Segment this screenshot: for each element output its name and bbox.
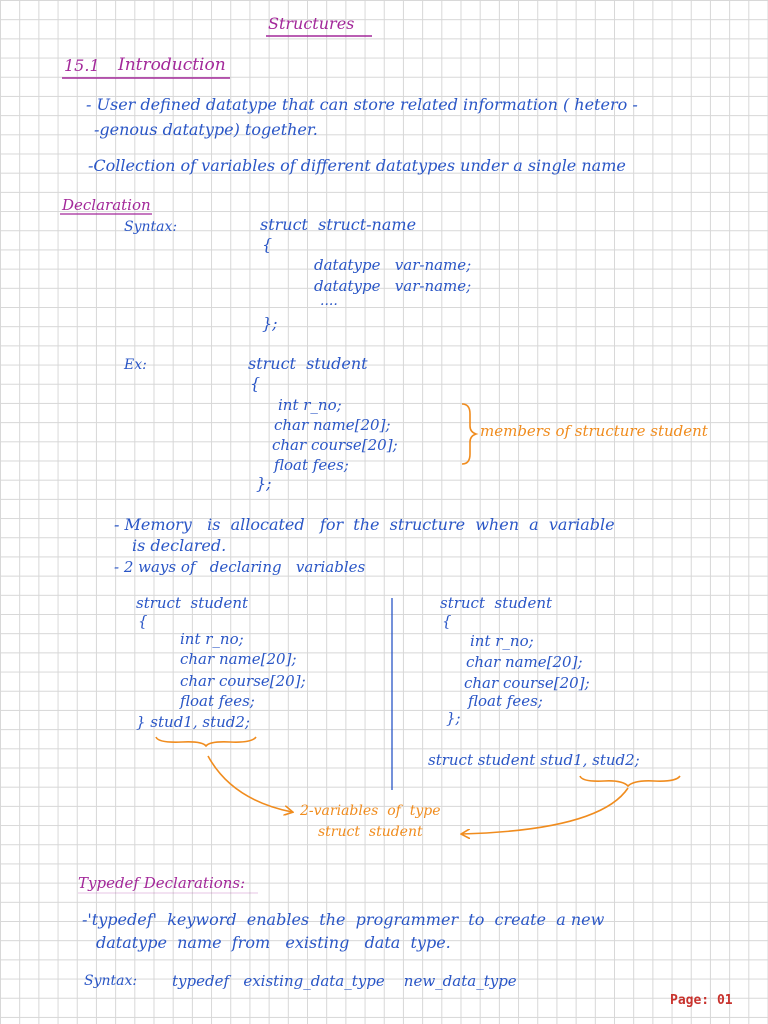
typedef-line-1: -'typedef' keyword enables the programme… <box>82 910 605 929</box>
syntax-label: Syntax: <box>124 219 178 235</box>
page-number: Page: 01 <box>670 993 733 1008</box>
section-number: 15.1 <box>64 56 100 75</box>
left-code-line: int r_no; <box>180 630 244 648</box>
right-code-line: float fees; <box>468 692 543 710</box>
left-code-line: } stud1, stud2; <box>136 713 250 731</box>
example-label: Ex: <box>124 357 147 373</box>
left-code-line: float fees; <box>180 692 255 710</box>
intro-bullet-2: -Collection of variables of different da… <box>88 156 626 175</box>
caption-line-1: 2-variables of type <box>300 803 441 819</box>
example-code-line: char name[20]; <box>274 416 391 434</box>
typedef-heading: Typedef Declarations: <box>78 874 246 892</box>
section-heading: Introduction <box>118 55 226 75</box>
typedef-syntax-code: typedef existing_data_type new_data_type <box>172 972 517 990</box>
right-code-line: char course[20]; <box>464 674 590 692</box>
right-variables-brace <box>579 775 681 788</box>
members-annotation: members of structure student <box>480 422 708 440</box>
syntax-code-line: { <box>262 235 273 254</box>
left-code-line: { <box>138 612 148 630</box>
example-code-line: struct student <box>248 354 368 373</box>
left-code-line: char name[20]; <box>180 650 297 668</box>
right-code-line: { <box>442 612 452 630</box>
intro-bullet-1-line-2: -genous datatype) together. <box>94 120 318 139</box>
syntax-code-line: }; <box>262 314 278 333</box>
right-code-line: char name[20]; <box>466 653 583 671</box>
typedef-syntax-label: Syntax: <box>84 973 138 989</box>
left-arrow <box>207 755 292 812</box>
example-code-line: char course[20]; <box>272 436 398 454</box>
caption-line-2: struct student <box>318 824 423 840</box>
syntax-code-line: struct struct-name <box>260 215 417 234</box>
memory-line-1: - Memory is allocated for the structure … <box>114 515 615 534</box>
example-code-line: float fees; <box>274 456 349 474</box>
syntax-code-line: datatype var-name; <box>314 256 472 274</box>
right-arrow <box>462 787 629 834</box>
members-brace <box>461 403 479 465</box>
example-code-line: int r_no; <box>278 396 342 414</box>
right-code-line: }; <box>446 709 461 727</box>
memory-line-3: - 2 ways of declaring variables <box>114 558 366 576</box>
right-code-line: int r_no; <box>470 632 534 650</box>
left-variables-brace <box>155 736 257 748</box>
memory-line-2: is declared. <box>132 536 227 555</box>
left-code-line: struct student <box>136 594 249 612</box>
example-code-line: }; <box>256 474 272 493</box>
syntax-code-line: datatype var-name; <box>314 277 472 295</box>
right-code-line: struct student <box>440 594 553 612</box>
right-declaration: struct student stud1, stud2; <box>428 751 640 769</box>
syntax-code-line: .... <box>320 293 338 309</box>
example-code-line: { <box>250 374 261 393</box>
intro-bullet-1-line-1: - User defined datatype that can store r… <box>86 95 638 114</box>
page-title: Structures <box>268 14 355 33</box>
typedef-line-2: datatype name from existing data type. <box>96 933 451 952</box>
declaration-heading: Declaration <box>62 196 151 214</box>
left-code-line: char course[20]; <box>180 672 306 690</box>
